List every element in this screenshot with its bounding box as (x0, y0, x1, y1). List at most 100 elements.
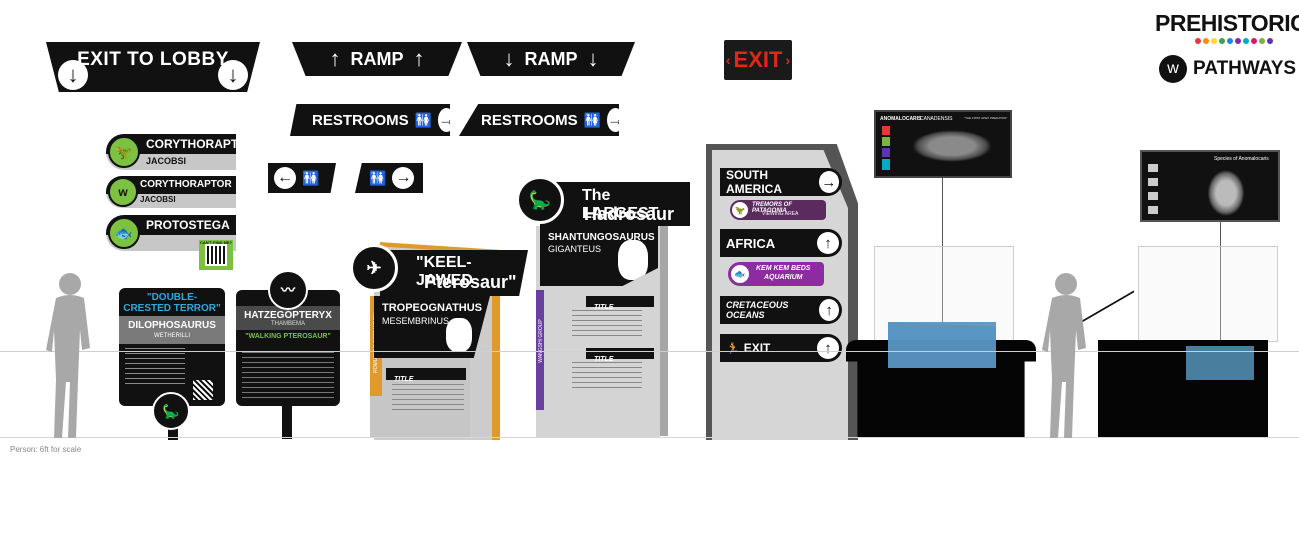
color-dot (1235, 38, 1241, 44)
dinosaur-icon: 🦕 (152, 392, 190, 430)
directory-sub: AQUARIUM (764, 274, 803, 281)
eye-level-line (0, 351, 1299, 352)
panel-title: TITLE (594, 304, 614, 311)
logo-subtitle: PATHWAYS (1193, 58, 1297, 79)
screen-cable (1220, 222, 1221, 340)
directory-item-exit: 🏃 EXIT ↑ (720, 334, 842, 362)
directory-item-africa: AFRICA ↑ (720, 229, 842, 257)
arrow-right-icon: → (607, 108, 619, 132)
panel-headline: Hadrosaur (584, 204, 675, 224)
directory-label: CRETACEOUS OCEANS (726, 300, 789, 320)
exit-to-lobby-sign: ↓ EXIT TO LOBBY ↓ (46, 42, 260, 92)
restroom-icon: 🚻 (583, 111, 602, 128)
color-dot (1211, 38, 1217, 44)
person-running-icon: 🏃 (726, 342, 740, 355)
exit-to-lobby-label: EXIT TO LOBBY (77, 49, 229, 70)
restrooms-sign-2: RESTROOMS 🚻 → (459, 104, 619, 136)
panel-name: HATZEGOPTERYX (244, 310, 332, 321)
panel-sub: MESEMBRINUS (382, 316, 450, 326)
panel-tagline: "WALKING PTEROSAUR" (245, 333, 331, 340)
floor-line (0, 437, 1299, 438)
tropeo-name-bar: TROPEOGNATHUS MESEMBRINUS (374, 296, 490, 358)
directory-label: TREMORS OF PATAGONIA (752, 202, 792, 214)
screen-title: ANOMALOCARIS (880, 116, 922, 122)
panel-name: TROPEOGNATHUS (382, 302, 483, 314)
anomalocaris-screen: ANOMALOCARIS CANADENSIS "THE FIRST APEX … (874, 110, 1012, 178)
restroom-icon: 🚻 (302, 169, 320, 186)
panel-body-text (392, 384, 464, 412)
exit-light-sign: ‹ EXIT › (724, 40, 792, 80)
panel-sub: WETHERILLI (153, 333, 190, 339)
arrow-down-icon: ↓ (503, 46, 515, 71)
arrow-up-icon: ↑ (413, 46, 425, 71)
ramp-down-label: RAMP (524, 48, 578, 69)
person-silhouette (1042, 273, 1086, 438)
directory-sub: VIEWING AREA (762, 211, 799, 217)
directory-tower (712, 150, 848, 440)
tropeo-headline-bar: "KEEL-JAWED Pterosaur" (380, 250, 528, 296)
hatzegopteryx-panel: HATZEGOPTERYX THAMBEMA "WALKING PTEROSAU… (236, 290, 340, 406)
directory-item-tremors: 🦖 TREMORS OF PATAGONIA VIEWING AREA (730, 200, 826, 220)
color-dot (1251, 38, 1257, 44)
anomalocaris-diagram (1206, 168, 1246, 218)
panel-side-text: WANGSHI GROUP (538, 319, 544, 363)
screen-cable (942, 178, 943, 340)
species-sub: JACOBSI (140, 195, 176, 204)
person-silhouette (46, 273, 90, 438)
panel-sub: GIGANTEUS (548, 244, 602, 254)
color-dot (1203, 38, 1209, 44)
dino-foot-icon: ᴡ (108, 177, 138, 207)
dilophosaurus-panel: "DOUBLE-CRESTED TERROR" DILOPHOSAURUS WE… (119, 288, 225, 406)
arrow-up-icon: ↑ (817, 337, 839, 359)
color-dot (1227, 38, 1233, 44)
screen-title2: CANADENSIS (920, 116, 953, 122)
side-band (536, 290, 544, 410)
ramp-up-sign: ↑ RAMP ↑ (292, 42, 462, 76)
arrow-up-icon: ↑ (329, 46, 341, 71)
skull-image (446, 318, 472, 352)
shantung-name-bar: SHANTUNGOSAURUS GIGANTEUS (540, 226, 658, 286)
panel-name: DILOPHOSAURUS (128, 320, 216, 331)
title-bar: TITLE (586, 296, 654, 311)
pterosaur-icon: 〰 (268, 270, 308, 310)
display-case-window (888, 322, 996, 368)
chevron-left-icon: ‹ (725, 52, 731, 68)
arrow-right-icon: → (438, 108, 450, 132)
species-name: CORYTHORAPTOR (140, 179, 232, 190)
directory-label: SOUTH AMERICA (726, 168, 782, 196)
screen-subtitle: "THE FIRST APEX PREDATOR" (964, 116, 1008, 120)
dinosaur-icon: 🦖 (732, 202, 748, 218)
arrow-right-icon: → (818, 171, 839, 193)
qr-tag: CAN'T FIND ME? (199, 240, 233, 270)
qr-code (205, 244, 227, 266)
scale-note: Person: 6ft for scale (10, 445, 82, 454)
restroom-icon: 🚻 (414, 111, 433, 128)
chevron-right-icon: › (785, 52, 791, 68)
species-name: PROTOSTEGA (146, 218, 230, 232)
directory-item-cretaceous-oceans: CRETACEOUS OCEANS ↑ (720, 296, 842, 324)
species-screen: Species of Anomalocaris (1140, 150, 1280, 222)
logo-title: PREHISTORIC (1155, 10, 1299, 36)
screen-icons (1148, 164, 1158, 216)
panel-body-text (125, 348, 185, 388)
hadrosaur-icon: 🦕 (516, 176, 564, 224)
directory-item-south-america: SOUTH AMERICA → (720, 168, 842, 196)
panel-headline: Pterosaur" (424, 272, 517, 292)
prehistoric-pathways-logo: PREHISTORIC ᴡ PATHWAYS (1155, 10, 1299, 85)
dino-foot-icon: ᴡ (1159, 55, 1187, 83)
pterosaur-icon: ✈ (350, 244, 398, 292)
color-dots (1195, 38, 1273, 44)
color-dot (1219, 38, 1225, 44)
panel-title: TITLE (594, 356, 614, 363)
display-case-glass (1138, 246, 1278, 342)
directory-item-kem-kem: 🐟 KEM KEM BEDS AQUARIUM (728, 262, 824, 286)
arrow-down-icon: ↓ (58, 60, 88, 90)
qr-code (193, 380, 213, 400)
small-restroom-sign-left: ← 🚻 (268, 163, 336, 193)
species-tag: 🦖 CORYTHORAPTOR JACOBSI (106, 134, 256, 170)
arrow-left-icon: ← (274, 167, 296, 189)
directory-label: KEM KEM BEDS (756, 265, 811, 272)
shantung-headline-bar: The LARGEST Hadrosaur (540, 182, 690, 226)
hatz-post (282, 395, 292, 439)
title-bar: TITLE (586, 348, 654, 363)
